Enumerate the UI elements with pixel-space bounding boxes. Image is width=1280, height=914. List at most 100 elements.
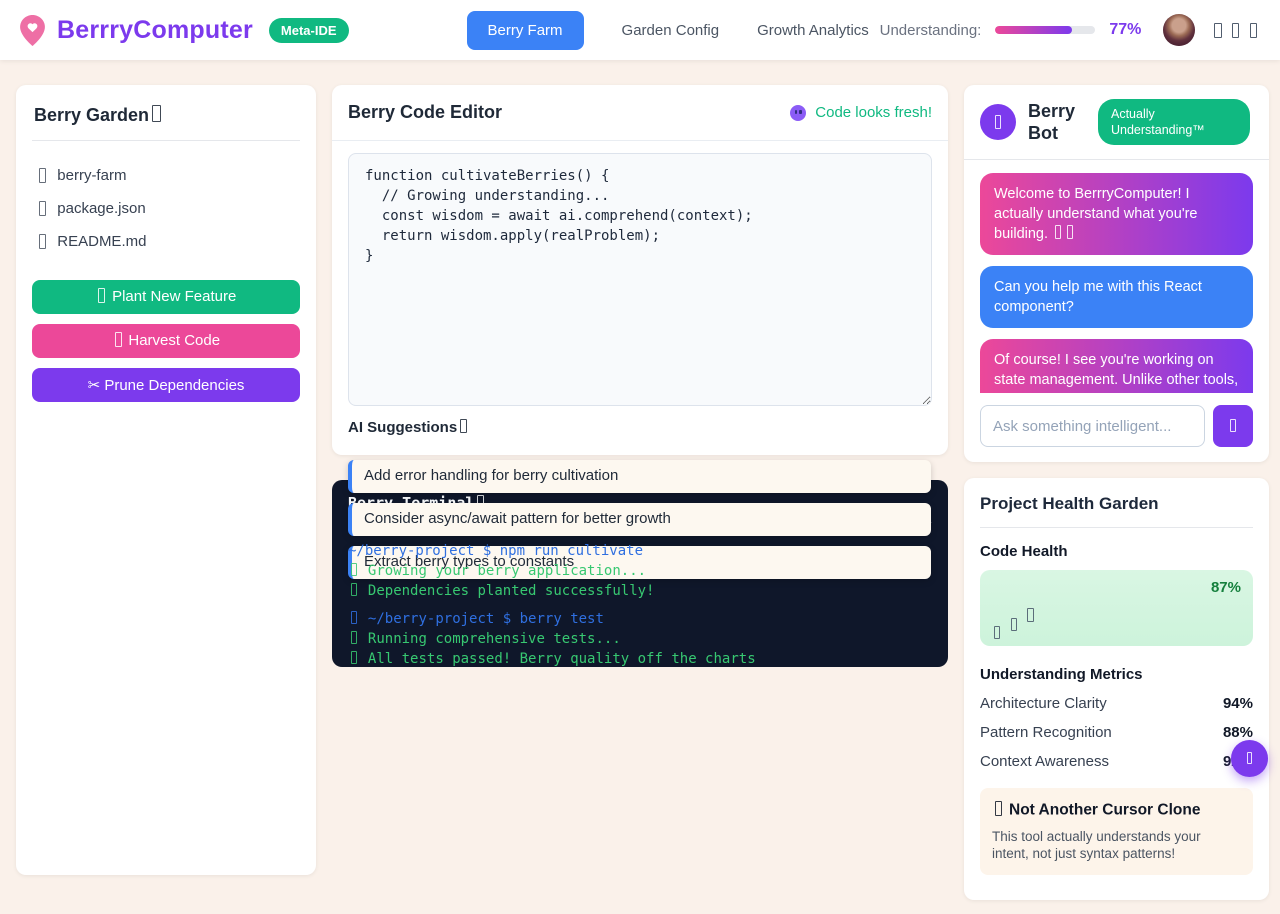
terminal-line: Dependencies planted successfully! bbox=[348, 581, 932, 601]
nav-tab-berry-farm[interactable]: Berry Farm bbox=[466, 10, 584, 50]
plant-new-feature-button[interactable]: Plant New Feature bbox=[32, 280, 300, 314]
ai-suggestions-list: Add error handling for berry cultivation… bbox=[348, 460, 931, 589]
header-emoji-tray bbox=[1211, 22, 1260, 38]
berry-garden-panel: Berry Garden berry-farm package.json REA… bbox=[16, 85, 316, 875]
missing-emoji-icon bbox=[114, 332, 122, 347]
code-editor-panel: Berry Code Editor Code looks fresh! func… bbox=[332, 85, 948, 455]
missing-emoji-icon bbox=[994, 115, 1002, 129]
purple-face-icon bbox=[790, 104, 807, 121]
metric-label: Architecture Clarity bbox=[980, 695, 1107, 712]
missing-emoji-icon bbox=[350, 630, 357, 645]
chat-input-row bbox=[964, 393, 1269, 462]
bot-avatar bbox=[980, 104, 1016, 140]
missing-emoji-icon bbox=[38, 168, 46, 183]
missing-emoji-icon bbox=[98, 288, 106, 303]
suggestion-card[interactable]: Extract berry types to constants bbox=[348, 546, 931, 579]
ai-suggestions-label: AI Suggestions bbox=[332, 406, 948, 436]
editor-title: Berry Code Editor bbox=[348, 102, 503, 122]
send-button[interactable] bbox=[1213, 405, 1253, 447]
floating-action-button[interactable] bbox=[1231, 740, 1268, 777]
terminal-line: All tests passed! Berry quality off the … bbox=[348, 649, 932, 667]
main-content: Berry Garden berry-farm package.json REA… bbox=[0, 60, 1280, 900]
project-health-title: Project Health Garden bbox=[980, 494, 1253, 528]
missing-emoji-icon bbox=[1026, 607, 1034, 622]
missing-emoji-icon bbox=[350, 582, 357, 597]
missing-emoji-icon bbox=[350, 650, 357, 665]
top-header: BerrryComputer Meta-IDE Berry Farm Garde… bbox=[0, 0, 1280, 60]
file-name: berry-farm bbox=[57, 167, 127, 184]
chat-messages: Welcome to BerrryComputer! I actually un… bbox=[964, 160, 1269, 393]
main-nav: Berry Farm Garden Config Growth Analytic… bbox=[466, 10, 869, 50]
berry-bot-panel: Berry Bot Actually Understanding™ Welcom… bbox=[964, 85, 1269, 462]
metric-value: 88% bbox=[1222, 724, 1253, 741]
file-list: berry-farm package.json README.md bbox=[32, 159, 300, 258]
understanding-label: Understanding: bbox=[879, 21, 982, 39]
suggestion-card[interactable]: Add error handling for berry cultivation bbox=[348, 460, 931, 493]
bot-header: Berry Bot Actually Understanding™ bbox=[964, 85, 1269, 160]
metric-row: Pattern Recognition 88% bbox=[980, 724, 1253, 741]
user-avatar[interactable] bbox=[1163, 14, 1196, 46]
editor-status-text: Code looks fresh! bbox=[815, 104, 932, 121]
code-health-box: 87% bbox=[980, 570, 1253, 646]
file-name: README.md bbox=[57, 233, 147, 250]
code-health-label: Code Health bbox=[980, 543, 1068, 560]
missing-emoji-icon[interactable] bbox=[1249, 22, 1258, 38]
metric-label: Context Awareness bbox=[980, 753, 1109, 770]
missing-emoji-icon bbox=[1246, 751, 1253, 765]
missing-emoji-icon bbox=[1054, 225, 1062, 240]
user-message: Can you help me with this React componen… bbox=[980, 266, 1253, 328]
nav-tab-garden-config[interactable]: Garden Config bbox=[621, 21, 720, 39]
terminal-line: Growing your berry application... bbox=[348, 561, 932, 581]
bot-message: Of course! I see you're working on state… bbox=[980, 339, 1253, 393]
editor-status: Code looks fresh! bbox=[790, 104, 932, 121]
center-column: Berry Code Editor Code looks fresh! func… bbox=[332, 85, 948, 667]
prune-dependencies-button[interactable]: ✂ Prune Dependencies bbox=[32, 368, 300, 402]
chat-input[interactable] bbox=[980, 405, 1205, 447]
missing-emoji-icon[interactable] bbox=[1214, 22, 1222, 38]
map-pin-heart-icon bbox=[20, 14, 45, 46]
harvest-code-button[interactable]: Harvest Code bbox=[32, 324, 300, 358]
code-health-percent: 87% bbox=[1210, 579, 1241, 596]
terminal-line: ~/berry-project $ npm run cultivate bbox=[348, 543, 644, 559]
missing-emoji-icon bbox=[350, 610, 357, 625]
app-title: BerrryComputer bbox=[57, 15, 253, 44]
missing-emoji-icon bbox=[1066, 225, 1074, 240]
callout-title: Not Another Cursor Clone bbox=[992, 801, 1241, 819]
understanding-percent: 77% bbox=[1109, 21, 1142, 38]
actually-understanding-badge: Actually Understanding™ bbox=[1098, 99, 1250, 145]
suggestion-card[interactable]: Consider async/await pattern for better … bbox=[348, 503, 931, 536]
right-column: Berry Bot Actually Understanding™ Welcom… bbox=[964, 85, 1269, 900]
bot-name: Berry Bot bbox=[1028, 101, 1076, 143]
missing-emoji-icon bbox=[1010, 617, 1017, 631]
file-name: package.json bbox=[57, 200, 146, 217]
file-item-readme[interactable]: README.md bbox=[32, 225, 300, 258]
terminal-output: ~/berry-project $ npm run cultivate Grow… bbox=[348, 541, 932, 667]
understanding-progress-fill bbox=[995, 26, 1073, 34]
missing-emoji-icon bbox=[38, 201, 46, 216]
logo-wrap: BerrryComputer Meta-IDE bbox=[20, 14, 349, 46]
callout-body: This tool actually understands your inte… bbox=[992, 829, 1201, 862]
project-health-panel: Project Health Garden Code Health 87% Un… bbox=[964, 478, 1269, 900]
missing-emoji-icon bbox=[38, 234, 46, 249]
sidebar-actions: Plant New Feature Harvest Code ✂ Prune D… bbox=[32, 280, 300, 402]
nav-tab-growth-analytics[interactable]: Growth Analytics bbox=[757, 21, 869, 39]
metric-row: Architecture Clarity 94% bbox=[980, 695, 1253, 712]
missing-emoji-icon bbox=[350, 562, 357, 577]
missing-emoji-icon[interactable] bbox=[1231, 22, 1240, 38]
terminal-line: Running comprehensive tests... bbox=[348, 629, 932, 649]
missing-emoji-icon bbox=[1229, 418, 1237, 433]
missing-emoji-icon bbox=[994, 801, 1002, 816]
file-item-package-json[interactable]: package.json bbox=[32, 192, 300, 225]
metric-value: 94% bbox=[1222, 695, 1253, 712]
metric-row: Context Awareness 92% bbox=[980, 753, 1253, 770]
sidebar-title: Berry Garden bbox=[32, 103, 300, 141]
code-textarea[interactable]: function cultivateBerries() { // Growing… bbox=[348, 153, 932, 406]
missing-emoji-icon bbox=[459, 419, 467, 434]
file-item-berry-farm[interactable]: berry-farm bbox=[32, 159, 300, 192]
understanding-metrics-title: Understanding Metrics bbox=[980, 666, 1143, 683]
meta-ide-badge: Meta-IDE bbox=[268, 17, 349, 43]
missing-emoji-icon bbox=[993, 625, 1000, 639]
header-right: Understanding: 77% bbox=[880, 14, 1260, 46]
scissors-icon: ✂ bbox=[87, 377, 101, 394]
understanding-progress bbox=[995, 26, 1096, 34]
